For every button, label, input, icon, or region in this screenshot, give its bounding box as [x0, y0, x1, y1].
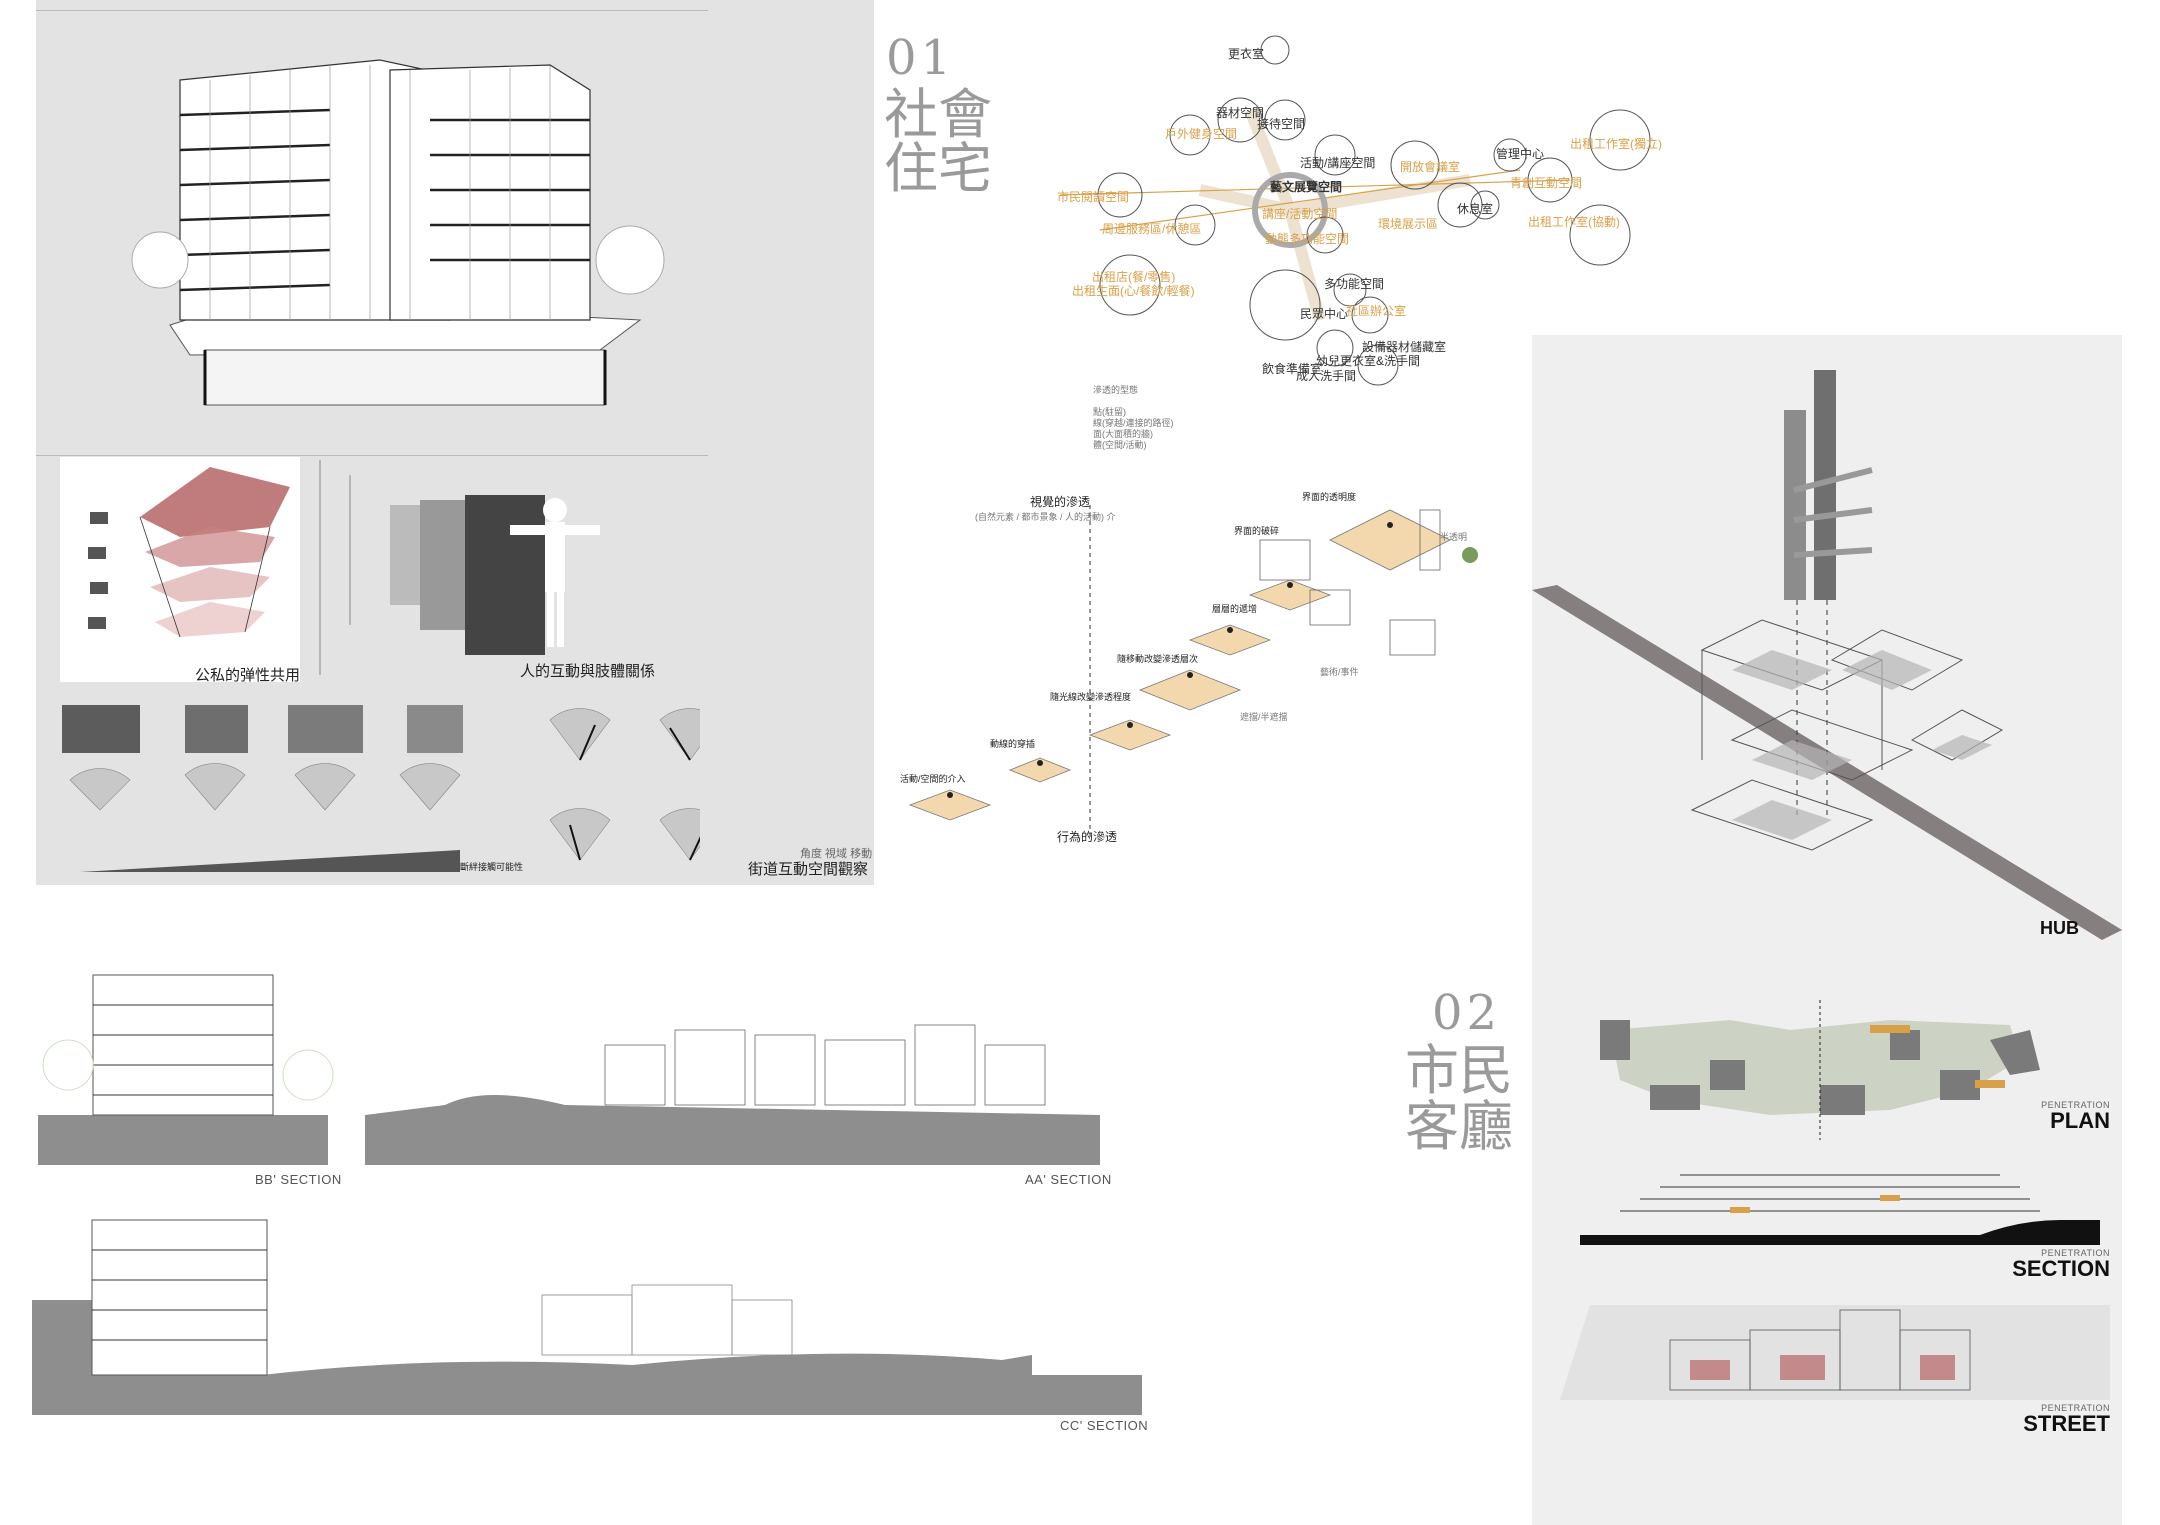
penetration-steps-diagram: [908, 505, 1478, 840]
plan-small-label: PENETRATION: [2041, 1100, 2110, 1110]
section02-title-1: 市民: [1405, 1039, 1513, 1102]
step-4: 隨移動改變滲透層次: [1117, 654, 1199, 664]
bubble-node-2: 器材空間: [1216, 106, 1265, 120]
section02-title-2: 客廳: [1405, 1095, 1513, 1158]
bubble-node-11: 青創互動空間: [1510, 176, 1583, 190]
step-6: 界面的破碎: [1234, 526, 1280, 536]
cc-section-label: CC' SECTION: [1060, 1418, 1149, 1433]
bubble-node-10: 出租工作室(獨立): [1570, 137, 1662, 151]
bubble-node-7: 市民閱讀空間: [1057, 190, 1130, 204]
step-note-2: 遮擋/半遮擋: [1240, 712, 1288, 722]
step-note-1: 藝術/事件: [1320, 667, 1359, 677]
section02-number: 02: [1432, 985, 1502, 1041]
bubble-node-20: 幼兒更衣室&洗手間: [1316, 354, 1421, 368]
step-5: 層層的遞增: [1212, 604, 1258, 614]
hub-label: HUB: [2040, 918, 2079, 938]
caption-street: 街道互動空間觀察: [748, 861, 869, 878]
bubble-node-21: 成人洗手間: [1296, 369, 1357, 383]
bubble-node-5: 休息室: [1457, 202, 1494, 216]
penetration-plan: [1600, 1000, 2040, 1140]
caption-public-private: 公私的弹性共用: [195, 667, 301, 684]
bubble-node-6: 戶外健身空間: [1165, 127, 1238, 141]
section01-number: 01: [886, 30, 956, 86]
visual-penetration-title: 視覺的滲透: [1030, 495, 1091, 509]
step-1: 活動/空間的介入: [900, 774, 966, 784]
hub-axonometric: [1532, 370, 2122, 940]
street-small-label: PENETRATION: [2041, 1403, 2110, 1413]
caption-street-sub: 角度 視域 移動: [800, 848, 873, 860]
bubble-node-25: 多功能空間: [1324, 277, 1385, 291]
bb-section-label: BB' SECTION: [255, 1172, 342, 1187]
legend-line-2: 線(穿越/連接的路徑): [1093, 418, 1174, 428]
bubble-node-24: 活動/講座空間: [1300, 156, 1376, 170]
step-note-3: 半透明: [1440, 532, 1468, 542]
section01-title-1: 社會: [884, 83, 992, 146]
penetration-street: [1560, 1305, 2110, 1400]
plan-big-label: PLAN: [2050, 1108, 2110, 1133]
section01-title-2: 住宅: [884, 137, 992, 200]
body-interaction-diagram: [319, 460, 600, 675]
bubble-node-19: 民眾中心: [1300, 307, 1349, 321]
street-photo-4: [407, 705, 463, 753]
building-axonometric: [131, 59, 665, 406]
legend-line-3: 面(大面積的牆): [1093, 429, 1153, 439]
bubble-node-12: 出租工作室(協動): [1528, 215, 1620, 229]
legend-line-4: 體(空間/活動): [1093, 440, 1147, 450]
public-private-layers: [88, 467, 290, 638]
gradient-label: 斷絆接觸可能性: [460, 862, 524, 872]
program-bubble-diagram: [1059, 35, 1651, 386]
bubble-node-16: 講座/活動空間: [1262, 207, 1338, 221]
bubble-node-22: 飲食準備室: [1262, 362, 1323, 376]
top-rule: [36, 10, 708, 11]
penetration-section: [1580, 1174, 2100, 1245]
step-7: 界面的透明度: [1302, 492, 1357, 502]
street-photo-1: [62, 705, 140, 753]
divider-rule: [36, 455, 708, 456]
aa-section-label: AA' SECTION: [1025, 1172, 1112, 1187]
caption-body: 人的互動與肢體關係: [520, 663, 656, 680]
street-photo-3: [288, 705, 363, 753]
bubble-node-9: 周邊服務區/休憩區: [1102, 222, 1202, 236]
bubble-center: 藝文展覽空間: [1270, 180, 1343, 194]
legend-title: 滲透的型態: [1093, 385, 1139, 395]
section-small-label: PENETRATION: [2041, 1248, 2110, 1258]
bubble-node-13: 出租店(餐/零售): [1092, 270, 1176, 284]
street-photo-2: [185, 705, 248, 753]
cc-section-drawing: [32, 1219, 1142, 1415]
bubble-node-15: 環境展示區: [1378, 217, 1439, 231]
behavior-penetration-title: 行為的滲透: [1057, 830, 1118, 844]
bubble-node-3: 接待空間: [1257, 117, 1306, 131]
step-2: 動線的穿插: [990, 739, 1036, 749]
bubble-node-23: 設備器材儲藏室: [1362, 340, 1447, 354]
step-3: 隨光線改變滲透程度: [1050, 692, 1132, 702]
bubble-node-17: 社區辦公室: [1346, 304, 1407, 318]
visual-penetration-sub: (自然元素 / 都市景象 / 人的活動) 介: [975, 512, 1116, 522]
legend-line-1: 點(駐留): [1093, 407, 1126, 417]
bubble-node-8: 開放會議室: [1400, 160, 1461, 174]
section-big-label: SECTION: [2012, 1256, 2110, 1281]
bb-section-drawing: [38, 974, 334, 1165]
bubble-node-18: 動態多功能空間: [1265, 232, 1350, 246]
bubble-node-14: 出租生面(心/餐飲/輕餐): [1072, 284, 1195, 298]
bubble-node-4: 管理中心: [1496, 147, 1545, 161]
bubble-node-1: 更衣室: [1228, 47, 1265, 61]
view-angle-diagrams: [69, 708, 700, 872]
aa-section-drawing: [365, 1024, 1100, 1165]
street-big-label: STREET: [2023, 1411, 2110, 1436]
